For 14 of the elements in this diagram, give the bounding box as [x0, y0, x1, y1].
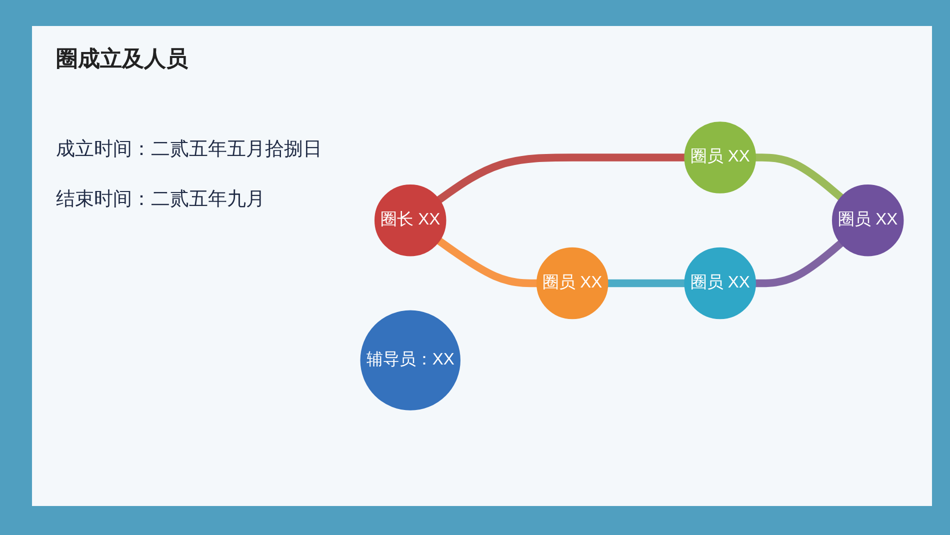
node-circle: 圈员 XX	[684, 122, 756, 194]
node-circle: 辅导员：XX	[360, 310, 460, 410]
connector	[608, 279, 685, 288]
node-circle: 圈员 XX	[684, 247, 756, 320]
node-circle: 圈员 XX	[832, 184, 904, 256]
node-circle: 圈长 XX	[374, 184, 446, 256]
slide-title: 圈成立及人员	[56, 45, 188, 73]
date-text: 成立时间：二贰五年五月拾捌日	[56, 138, 322, 162]
connector	[436, 154, 685, 203]
date-text: 结束时间：二贰五年九月	[56, 188, 265, 212]
node-circle: 圈员 XX	[536, 247, 608, 320]
connector	[436, 238, 537, 288]
connector	[755, 154, 844, 200]
connector	[755, 240, 844, 288]
